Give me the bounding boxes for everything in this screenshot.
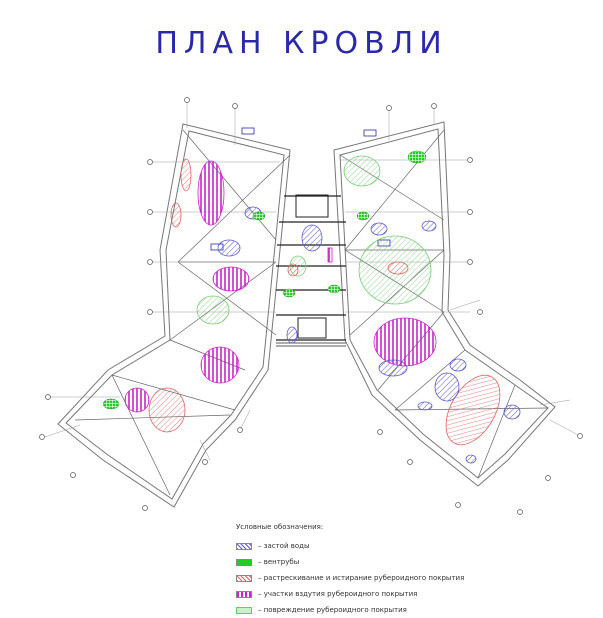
vent-pipes [102, 150, 427, 410]
legend-swatch-water [236, 542, 252, 550]
blister-zones [124, 160, 437, 413]
legend-swatch-damage [236, 606, 252, 614]
legend-label-water: – застой воды [258, 542, 310, 550]
legend-swatch-vents [236, 558, 252, 566]
axis-markers [39, 97, 583, 515]
cracking-zones [148, 158, 501, 446]
legend-item-damage: – повреждение рубероидного покрытия [236, 602, 566, 618]
legend-swatch-blister [236, 590, 252, 598]
legend-item-cracking: – растрескивание и истирание рубероидног… [236, 570, 566, 586]
legend-swatch-cracking [236, 574, 252, 582]
legend-label-damage: – повреждение рубероидного покрытия [258, 606, 407, 614]
legend-heading: Условные обозначения: [236, 523, 324, 531]
legend-item-blister: – участки вздутия рубероидного покрытия [236, 586, 566, 602]
legend-label-blister: – участки вздутия рубероидного покрытия [258, 590, 418, 598]
legend: Условные обозначения: – застой воды – ве… [236, 523, 566, 618]
roof-slope-lines [74, 129, 549, 496]
axis-grid-lines [44, 100, 581, 461]
legend-item-vents: – вентрубы [236, 554, 566, 570]
page-title: ПЛАН КРОВЛИ [155, 26, 448, 61]
central-core [276, 194, 346, 347]
water-stagnation-zones [217, 206, 521, 464]
legend-item-water: – застой воды [236, 538, 566, 554]
legend-label-vents: – вентрубы [258, 558, 300, 566]
plan-tags [210, 127, 391, 251]
legend-label-cracking: – растрескивание и истирание рубероидног… [258, 574, 465, 582]
